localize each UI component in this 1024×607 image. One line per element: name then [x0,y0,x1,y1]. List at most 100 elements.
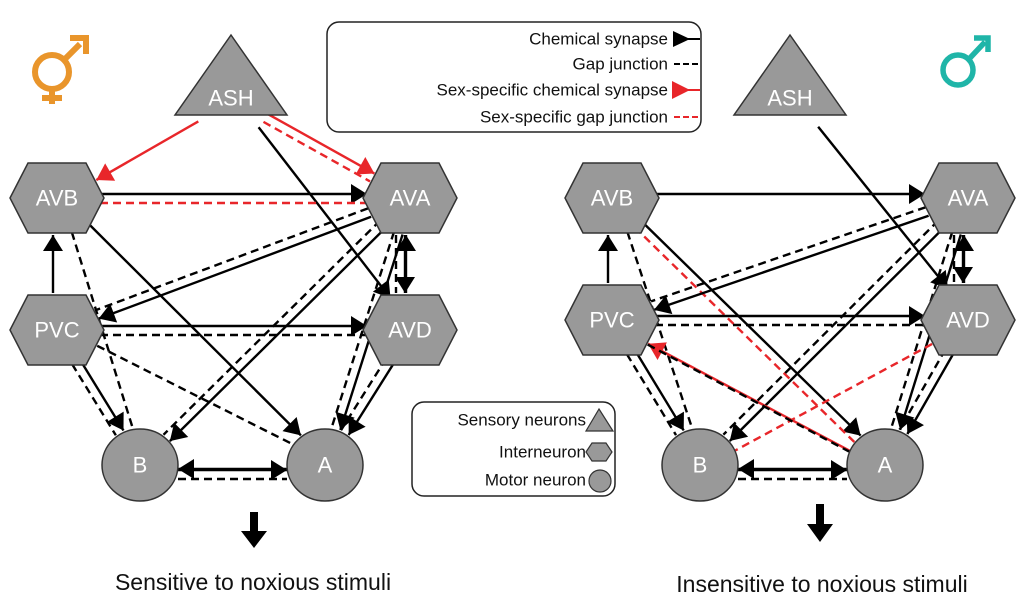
synapse-arrowhead-icon [271,460,287,480]
interneuron-hexagon-icon [585,442,613,462]
motor-circle-shape [286,428,364,502]
synapse-arrowhead-icon [355,157,375,175]
edge-avd-a-gap [898,349,947,431]
neuron-label: AVD [946,308,990,333]
edge-pvc-b-gap [71,363,117,436]
interneuron-hexagon-shape [920,284,1016,356]
neuron-a: A [846,428,924,502]
edge-avb-a-chemical [85,220,302,437]
neuron-ava: AVA [920,162,1016,234]
neuron-ash: ASH [173,33,289,116]
edge-avb-ava-chemical [655,184,925,204]
neuron-label: AVA [390,186,431,211]
edge-ava-pvc-gap [95,207,369,312]
edge-line [890,231,954,428]
edge-line [330,231,396,428]
edge-ava-b-gap [722,219,940,436]
synapse-arrowhead-icon [106,411,124,431]
sensory-triangle-shape [173,33,289,116]
edge-ash-avb-sex-chemical [95,120,199,182]
edge-pvc-avd-chemical [655,306,925,326]
neuron-label: AVB [591,186,633,211]
neuron-avd: AVD [362,294,458,366]
outcome-arrow-left-icon [241,512,267,548]
synapse-arrowhead-icon [653,295,673,315]
edge-ava-avd-chemical [953,235,973,283]
edge-avb-a-chemical [640,220,862,437]
legend-label-sex-gap: Sex-specific gap junction [480,108,668,127]
synapse-arrowhead-icon [666,411,684,431]
legend-label-gap: Gap junction [573,55,668,74]
edge-line [722,219,940,436]
motor-circle-shape [846,428,924,502]
edge-b-a-chemical [738,460,847,480]
neuron-avb: AVB [564,162,660,234]
neuron-b: B [661,428,739,502]
legend-label-sex-chemical: Sex-specific chemical synapse [437,81,668,100]
synapse-arrowhead-icon [395,277,415,293]
edge-b-a-chemical [178,460,287,480]
legend-label-interneuron: Interneuron [499,443,586,462]
interneuron-hexagon-shape [9,162,105,234]
edge-ash-ava-sex-gap [262,120,371,183]
interneuron-hexagon-shape [362,294,458,366]
edge-pvc-b-chemical [78,358,125,432]
synapse-arrowhead-icon [909,306,925,326]
edge-line [650,206,927,303]
neuron-type-legend: Sensory neurons Interneuron Motor neuron [411,401,616,497]
edge-ash-avd-chemical [817,125,949,290]
edge-line [817,125,949,290]
synapse-arrowhead-icon [598,235,618,251]
edge-avb-b-gap [70,231,134,428]
interneuron-hexagon-shape [564,284,660,356]
neuron-avb: AVB [9,162,105,234]
edge-avb-a-sex-gap [634,226,856,443]
edge-line [95,120,199,182]
neuron-ava: AVA [362,162,458,234]
synapse-arrowhead-icon [351,316,367,336]
edge-ava-a-gap [890,231,954,428]
neuron-label: A [318,453,333,478]
neuron-label: ASH [208,86,253,111]
interneuron-hexagon-shape [362,162,458,234]
synapse-arrowhead-icon [43,235,63,251]
neuron-pvc: PVC [564,284,660,356]
edge-avb-b-gap [626,231,694,429]
neuron-avd: AVD [920,284,1016,356]
legend-label-sensory: Sensory neurons [457,411,586,430]
interneuron-hexagon-shape [9,294,105,366]
male-edges [598,125,974,481]
synapse-arrowhead-icon [96,163,116,181]
sensory-triangle-icon [584,407,615,432]
motor-circle-shape [101,428,179,502]
synapse-arrowhead-icon [169,422,189,442]
neuron-label: PVC [589,308,634,333]
neuron-label: PVC [34,318,79,343]
edge-ava-avd-chemical [395,235,415,293]
edge-line [626,231,694,429]
edge-ava-b-gap [162,219,382,436]
neuron-label: AVD [388,318,432,343]
neuron-label: A [878,453,893,478]
edge-line [71,363,117,436]
edge-avb-ava-chemical [100,184,367,204]
edge-avd-a-chemical [906,353,955,435]
hermaphrodite-edges [43,112,416,481]
synapse-arrowhead-icon [909,184,925,204]
edge-pvc-b-chemical [633,348,685,432]
edge-line [96,344,294,446]
edge-ava-pvc-chemical [653,214,930,315]
neuron-label: B [693,453,708,478]
edge-ash-ava-sex-chemical [267,112,375,175]
edge-line [85,220,302,437]
edge-line [340,358,388,431]
neuron-label: AVA [948,186,989,211]
edge-line [647,342,851,452]
edge-line [262,120,371,183]
edge-avd-a-gap [340,358,388,431]
synapse-arrowhead-icon [351,184,367,204]
edge-line [257,126,392,299]
edge-pvc-b-gap [625,353,678,436]
male-symbol-icon [940,35,991,88]
sex-specific-chemical-synapse-icon [672,81,700,99]
